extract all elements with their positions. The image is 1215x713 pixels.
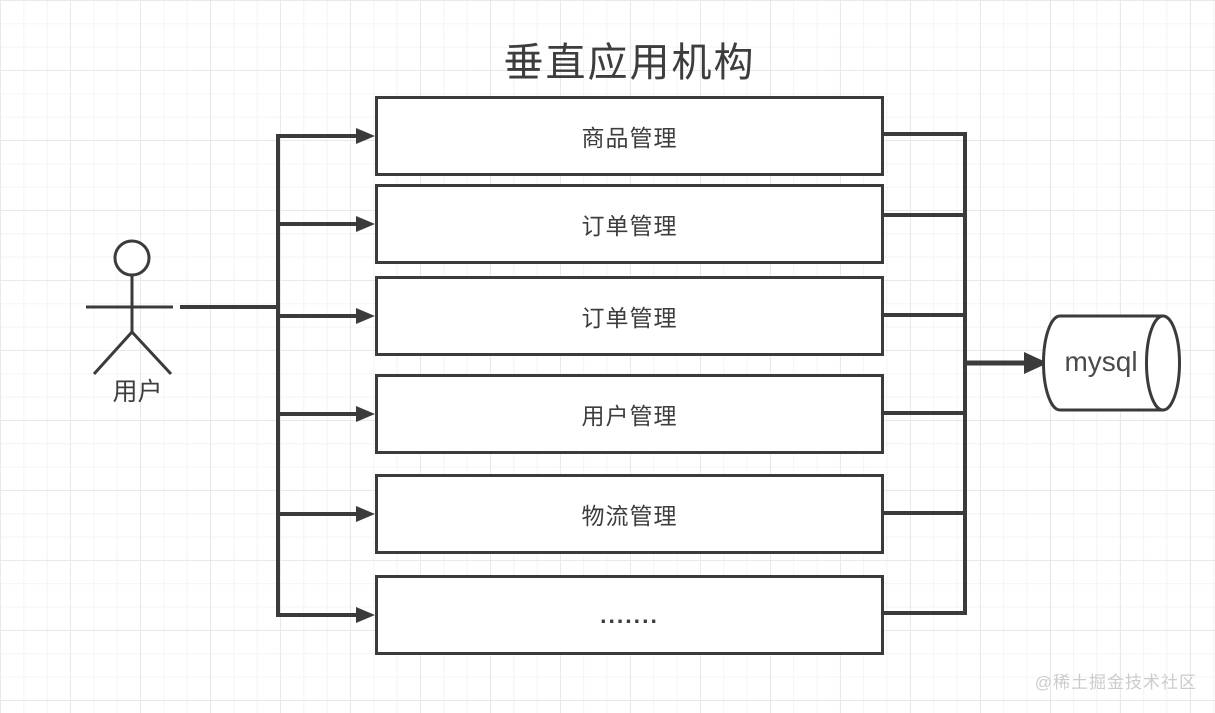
database-label: mysql xyxy=(1064,346,1138,377)
module-label: 用户管理 xyxy=(581,403,678,429)
cylinder-icon xyxy=(1042,314,1181,412)
module-label: 商品管理 xyxy=(581,125,678,151)
watermark: @稀土掘金技术社区 xyxy=(1034,673,1197,692)
module-box-order-1: 订单管理 xyxy=(375,184,884,264)
page-title: 垂直应用机构 xyxy=(503,41,756,85)
module-box-user: 用户管理 xyxy=(375,374,884,454)
module-box-product: 商品管理 xyxy=(375,96,884,176)
module-box-logistics: 物流管理 xyxy=(375,474,884,554)
branch-arrowheads xyxy=(356,128,375,623)
module-box-order-2: 订单管理 xyxy=(375,276,884,356)
branch-arrows xyxy=(278,134,360,617)
module-label: ....... xyxy=(600,601,659,628)
module-box-ellipsis: ....... xyxy=(375,575,884,655)
right-connector-lines xyxy=(884,132,967,615)
database-arrow xyxy=(965,352,1048,374)
module-label: 订单管理 xyxy=(581,305,678,331)
module-label: 物流管理 xyxy=(581,503,678,529)
module-label: 订单管理 xyxy=(581,213,678,239)
stick-figure-icon xyxy=(86,239,173,376)
actor-label: 用户 xyxy=(112,378,163,406)
